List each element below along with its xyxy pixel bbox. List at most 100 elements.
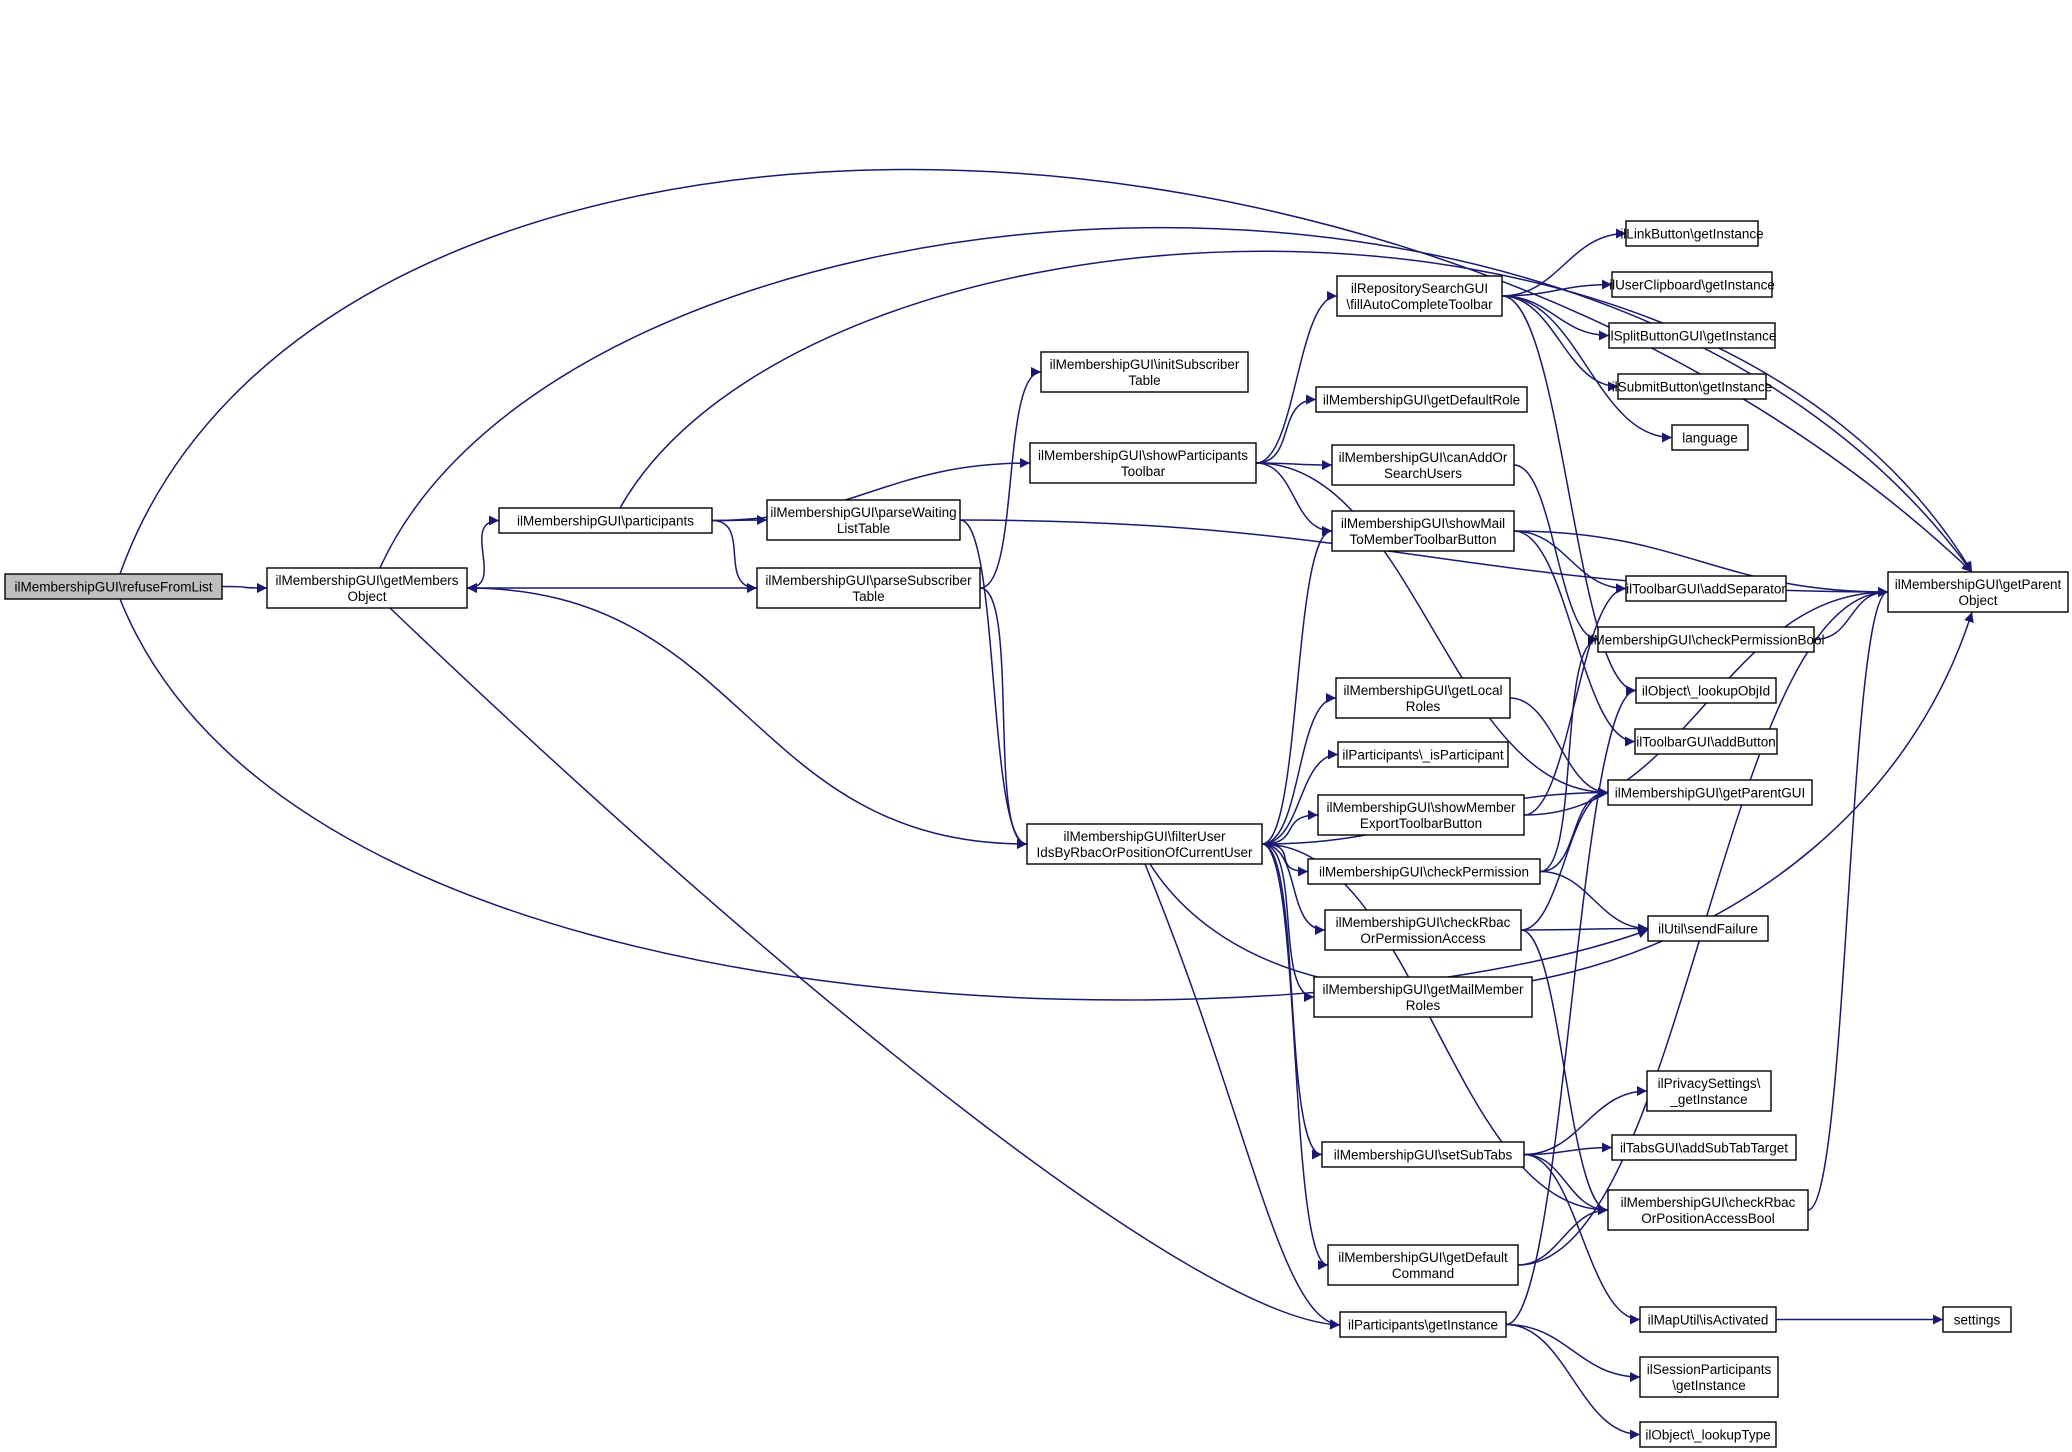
edge-filterUser-to-partGetInstance	[1144, 863, 1341, 1330]
node-box	[1307, 858, 1541, 885]
node-label: ilUtil\sendFailure	[1658, 922, 1758, 937]
node-label: Command	[1392, 1266, 1454, 1281]
node-checkPermission[interactable]: ilMembershipGUI\checkPermission	[1307, 858, 1541, 885]
node-settings[interactable]: settings	[1942, 1306, 2012, 1333]
node-box	[1639, 1306, 1777, 1333]
node-repoSearch[interactable]: ilRepositorySearchGUI\fillAutoCompleteTo…	[1336, 275, 1503, 317]
edge-checkRbacOrPerm-to-getParentGUI	[1520, 787, 1609, 931]
edges	[119, 168, 1974, 1440]
edge-parseSubscriber-to-initSubscriber	[979, 367, 1042, 589]
node-lookupObjId[interactable]: ilObject\_lookupObjId	[1635, 677, 1777, 704]
node-label: ilMembershipGUI\refuseFromList	[14, 580, 212, 595]
node-label: Roles	[1406, 699, 1441, 714]
node-box	[1331, 444, 1515, 486]
edge-repoSearch-to-submitButton	[1501, 295, 1619, 392]
node-label: ToMemberToolbarButton	[1349, 532, 1496, 547]
node-getDefaultRole[interactable]: ilMembershipGUI\getDefaultRole	[1315, 386, 1528, 413]
node-sessionPart[interactable]: ilSessionParticipants\getInstance	[1639, 1356, 1779, 1398]
node-label: ilMembershipGUI\checkRbac	[1336, 915, 1511, 930]
node-box	[1942, 1306, 2012, 1333]
edge-filterUser-to-showMemberExport	[1261, 810, 1319, 845]
node-label: Object	[347, 589, 386, 604]
node-linkButton[interactable]: ilLinkButton\getInstance	[1620, 220, 1764, 247]
node-label: ilTabsGUI\addSubTabTarget	[1620, 1141, 1788, 1156]
edge-getLocalRoles-to-getParentGUI	[1509, 697, 1609, 798]
edge-partGetInstance-to-sessionPart	[1505, 1323, 1641, 1382]
node-label: ListTable	[837, 521, 890, 536]
node-sendFailure[interactable]: ilUtil\sendFailure	[1647, 915, 1769, 942]
node-addSeparator[interactable]: ilToolbarGUI\addSeparator	[1625, 575, 1787, 602]
node-label: ilMembershipGUI\showParticipants	[1038, 448, 1248, 463]
node-showMemberExport[interactable]: ilMembershipGUI\showMemberExportToolbarB…	[1317, 794, 1525, 836]
node-splitButton[interactable]: ilSplitButtonGUI\getInstance	[1608, 322, 1777, 349]
node-box	[4, 573, 223, 600]
edge-showMail-to-addSeparator	[1513, 530, 1627, 594]
edge-filterUser-to-showMail	[1261, 526, 1333, 845]
edge-partGetInstance-to-lookupObjId	[1505, 685, 1637, 1326]
node-box	[1639, 1421, 1777, 1448]
node-mapUtil[interactable]: ilMapUtil\isActivated	[1639, 1306, 1777, 1333]
node-partGetInstance[interactable]: ilParticipants\getInstance	[1339, 1311, 1507, 1338]
node-getParentGUI[interactable]: ilMembershipGUI\getParentGUI	[1607, 779, 1813, 806]
node-refuse[interactable]: ilMembershipGUI\refuseFromList	[4, 573, 223, 600]
node-checkRbacOrPerm[interactable]: ilMembershipGUI\checkRbacOrPermissionAcc…	[1324, 909, 1522, 951]
node-label: IdsByRbacOrPositionOfCurrentUser	[1036, 845, 1253, 860]
node-box	[1335, 677, 1511, 719]
node-filterUser[interactable]: ilMembershipGUI\filterUserIdsByRbacOrPos…	[1026, 823, 1263, 865]
node-label: ilMembershipGUI\getParent	[1895, 577, 2062, 592]
node-submitButton[interactable]: ilSubmitButton\getInstance	[1612, 373, 1773, 400]
node-showMail[interactable]: ilMembershipGUI\showMailToMemberToolbarB…	[1331, 510, 1515, 552]
node-label: ilMembershipGUI\getMembers	[275, 573, 458, 588]
node-label: ilMembershipGUI\getDefaultRole	[1323, 393, 1520, 408]
node-box	[756, 567, 981, 609]
node-label: ilObject\_lookupObjId	[1642, 684, 1770, 699]
node-checkRbacPosBool[interactable]: ilMembershipGUI\checkRbacOrPositionAcces…	[1607, 1189, 1809, 1231]
edge-showPart-to-getDefaultRole	[1255, 394, 1317, 464]
node-box	[1617, 373, 1767, 400]
node-setSubTabs[interactable]: ilMembershipGUI\setSubTabs	[1321, 1141, 1525, 1168]
node-box	[1339, 1311, 1507, 1338]
edge-checkPermission-to-checkPermBool	[1539, 634, 1599, 873]
node-addSubTab[interactable]: ilTabsGUI\addSubTabTarget	[1611, 1134, 1797, 1161]
node-userClipboard[interactable]: ilUserClipboard\getInstance	[1609, 271, 1775, 298]
edge-repoSearch-to-linkButton	[1501, 228, 1627, 297]
node-label: Object	[1958, 593, 1997, 608]
node-label: language	[1682, 431, 1738, 446]
edge-filterUser-to-getParentObject	[1149, 611, 1974, 992]
node-label: ilParticipants\_isParticipant	[1342, 748, 1504, 763]
node-label: ilPrivacySettings\	[1658, 1076, 1761, 1091]
node-label: _getInstance	[1669, 1092, 1747, 1107]
node-label: OrPositionAccessBool	[1641, 1211, 1775, 1226]
node-box	[1625, 220, 1759, 247]
node-addButton[interactable]: ilToolbarGUI\addButton	[1634, 728, 1778, 755]
node-box	[766, 499, 961, 541]
node-isParticipant[interactable]: ilParticipants\_isParticipant	[1337, 741, 1509, 768]
node-box	[1647, 915, 1769, 942]
edge-checkPermission-to-sendFailure	[1539, 870, 1649, 934]
edge-checkRbacPosBool-to-getParentObject	[1807, 587, 1889, 1211]
node-box	[1671, 424, 1749, 451]
node-language[interactable]: language	[1671, 424, 1749, 451]
node-label: ilMembershipGUI\participants	[517, 514, 694, 529]
edge-setSubTabs-to-privacy	[1523, 1086, 1648, 1156]
edge-participants-to-showPart	[711, 458, 1031, 522]
edge-filterUser-to-getDefaultCommand	[1261, 843, 1329, 1270]
node-label: ilMembershipGUI\showMail	[1341, 516, 1505, 531]
node-privacy[interactable]: ilPrivacySettings\_getInstance	[1646, 1070, 1772, 1112]
node-label: ilMembershipGUI\initSubscriber	[1050, 357, 1240, 372]
node-participants[interactable]: ilMembershipGUI\participants	[498, 507, 713, 534]
node-checkPermBool[interactable]: ilMembershipGUI\checkPermissionBool	[1587, 626, 1825, 653]
node-lookupType[interactable]: ilObject\_lookupType	[1639, 1421, 1777, 1448]
node-box	[1336, 275, 1503, 317]
